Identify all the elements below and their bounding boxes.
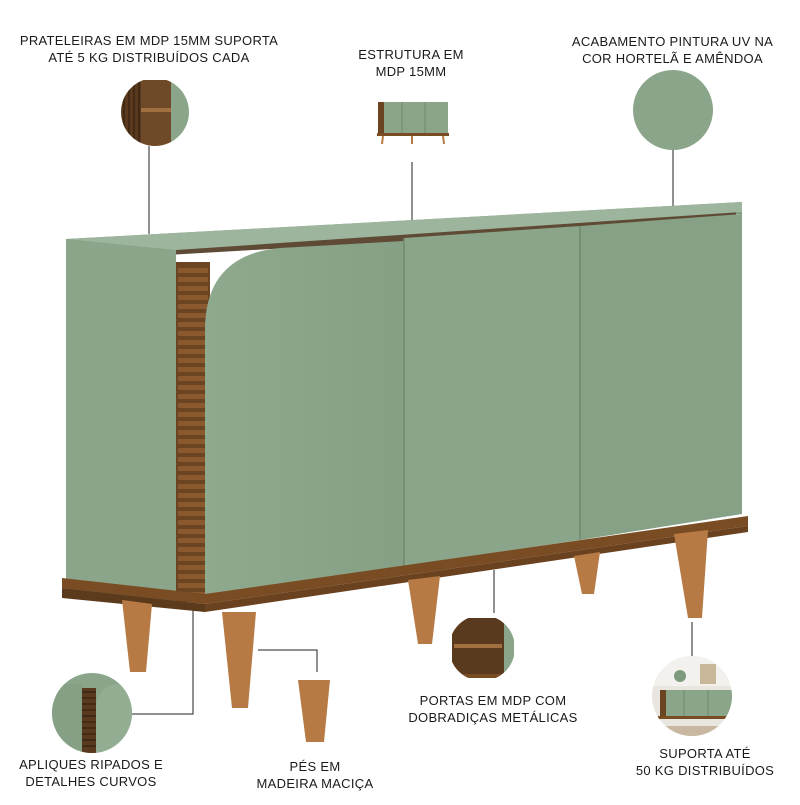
slat [178, 277, 208, 282]
callout-support-line1: SUPORTA ATÉ [659, 746, 751, 761]
callout-slats-line1: APLIQUES RIPADOS E [19, 757, 163, 772]
callout-support-line2: 50 KG DISTRIBUÍDOS [635, 763, 775, 778]
slat [178, 340, 208, 345]
slat [178, 313, 208, 318]
slat [178, 421, 208, 426]
slat [178, 538, 208, 543]
callout-slats: APLIQUES RIPADOS E DETALHES CURVOS [6, 756, 176, 790]
callout-finish-line1: ACABAMENTO PINTURA UV NA [571, 34, 774, 49]
slat [178, 430, 208, 435]
slat [178, 466, 208, 471]
sideboard [62, 202, 748, 708]
door-middle [404, 226, 580, 566]
slat [178, 529, 208, 534]
slat [178, 367, 208, 372]
slat [178, 322, 208, 327]
callout-finish-line2: COR HORTELÃ E AMÊNDOA [582, 51, 763, 66]
callout-structure-line2: MDP 15MM [375, 64, 447, 79]
slatted-panel [176, 262, 210, 602]
slat [178, 439, 208, 444]
left-side-panel [66, 239, 178, 606]
callout-feet-line2: MADEIRA MACIÇA [256, 776, 374, 791]
slat [178, 511, 208, 516]
callout-doors-line2: DOBRADIÇAS METÁLICAS [408, 710, 578, 725]
callout-finish: ACABAMENTO PINTURA UV NA COR HORTELÃ E A… [560, 33, 785, 67]
slat [178, 412, 208, 417]
slat [178, 286, 208, 291]
door-hinge-icon [449, 615, 515, 681]
slat [178, 385, 208, 390]
callout-structure-line1: ESTRUTURA EM [358, 47, 464, 62]
slat [178, 457, 208, 462]
slat [178, 448, 208, 453]
callout-structure: ESTRUTURA EM MDP 15MM [346, 46, 476, 80]
slat [178, 583, 208, 588]
slat [178, 304, 208, 309]
callout-support: SUPORTA ATÉ 50 KG DISTRIBUÍDOS [620, 745, 790, 779]
legs [122, 530, 708, 708]
slat [178, 358, 208, 363]
slat [178, 403, 208, 408]
room-scene-icon [652, 656, 732, 736]
callout-slats-line2: DETALHES CURVOS [25, 774, 157, 789]
slat [178, 565, 208, 570]
slat [178, 502, 208, 507]
slat [178, 520, 208, 525]
slat [178, 394, 208, 399]
slat [178, 484, 208, 489]
base-plinth [62, 516, 748, 604]
color-swatch-icon [633, 70, 713, 150]
callout-doors: PORTAS EM MDP COM DOBRADIÇAS METÁLICAS [398, 692, 588, 726]
slat [178, 295, 208, 300]
slat-detail-icon [52, 673, 132, 753]
callout-shelves: PRATELEIRAS EM MDP 15MM SUPORTA ATÉ 5 KG… [14, 32, 284, 66]
shelf-detail-icon [121, 78, 189, 146]
slat [178, 547, 208, 552]
slat [178, 331, 208, 336]
leader-lines [132, 146, 693, 715]
callout-shelves-line2: ATÉ 5 KG DISTRIBUÍDOS CADA [48, 50, 250, 65]
callout-feet-line1: PÉS EM [289, 759, 341, 774]
slat [178, 475, 208, 480]
slat [178, 556, 208, 561]
slat [178, 376, 208, 381]
slat [178, 574, 208, 579]
door-right [580, 214, 742, 540]
wood-leg-icon [298, 680, 330, 742]
callout-doors-line1: PORTAS EM MDP COM [419, 693, 567, 708]
cabinet-thumbnail-icon [377, 102, 449, 145]
callout-feet: PÉS EM MADEIRA MACIÇA [240, 758, 390, 792]
callout-shelves-line1: PRATELEIRAS EM MDP 15MM SUPORTA [19, 33, 279, 48]
door-left [205, 241, 404, 602]
slat [178, 493, 208, 498]
slat [178, 349, 208, 354]
slat [178, 268, 208, 273]
